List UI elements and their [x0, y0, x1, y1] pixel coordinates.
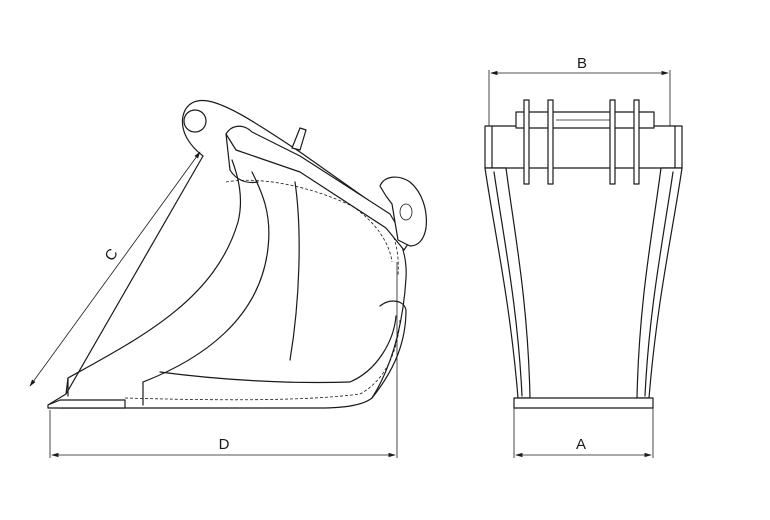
bucket-bracket: [225, 125, 409, 251]
bucket-floor: [159, 315, 397, 384]
front-ear-4: [633, 99, 640, 185]
lifting-lug: [291, 127, 307, 151]
bucket-back-wall: [289, 181, 300, 361]
front-view: B A: [484, 55, 683, 458]
front-cutting-edge: [513, 397, 654, 409]
dimension-c-line: [29, 151, 201, 387]
dimension-c-label: C: [101, 245, 121, 264]
side-view: C D: [29, 99, 427, 458]
front-ear-1: [523, 99, 530, 185]
front-top-plate: [484, 125, 683, 169]
coupler-hook: [379, 176, 427, 247]
front-left-side: [484, 167, 531, 399]
dimension-a-label: A: [576, 436, 586, 453]
bucket-side-plate: [371, 300, 407, 399]
front-ear-2: [547, 99, 554, 185]
front-left-side-inner: [493, 171, 523, 397]
bracket-edge: [225, 133, 259, 184]
front-right-side: [636, 167, 683, 399]
bucket-floor-weld: [124, 319, 401, 401]
pivot-pin-icon: [183, 109, 207, 133]
dimension-d-label: D: [219, 436, 230, 453]
cutting-edge: [47, 399, 126, 409]
front-right-side-inner: [644, 171, 674, 397]
coupler-hole: [399, 203, 413, 221]
front-ear-3: [609, 99, 616, 185]
dimension-b-label: B: [577, 55, 587, 72]
